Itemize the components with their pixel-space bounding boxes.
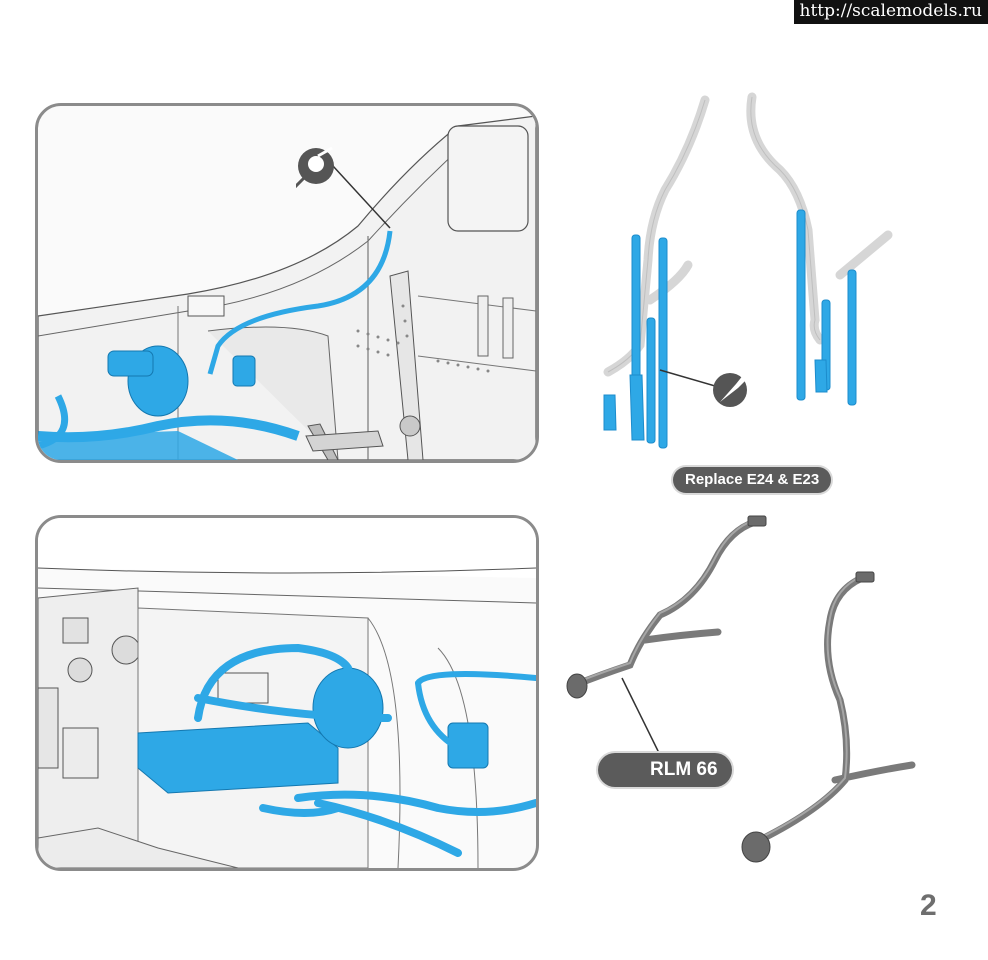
replace-parts-label: Replace E24 & E23: [673, 467, 832, 493]
bottom-assembly-drawing: [38, 518, 536, 868]
page-number: 2: [920, 889, 937, 922]
top-assembly-illustration: [35, 103, 539, 463]
watermark: http://scalemodels.ru: [793, 0, 988, 24]
knife-icon: [712, 370, 752, 415]
bottom-assembly-illustration: [35, 515, 539, 871]
top-assembly-drawing: [38, 115, 536, 460]
paint-color-label: RLM 66: [598, 753, 732, 787]
